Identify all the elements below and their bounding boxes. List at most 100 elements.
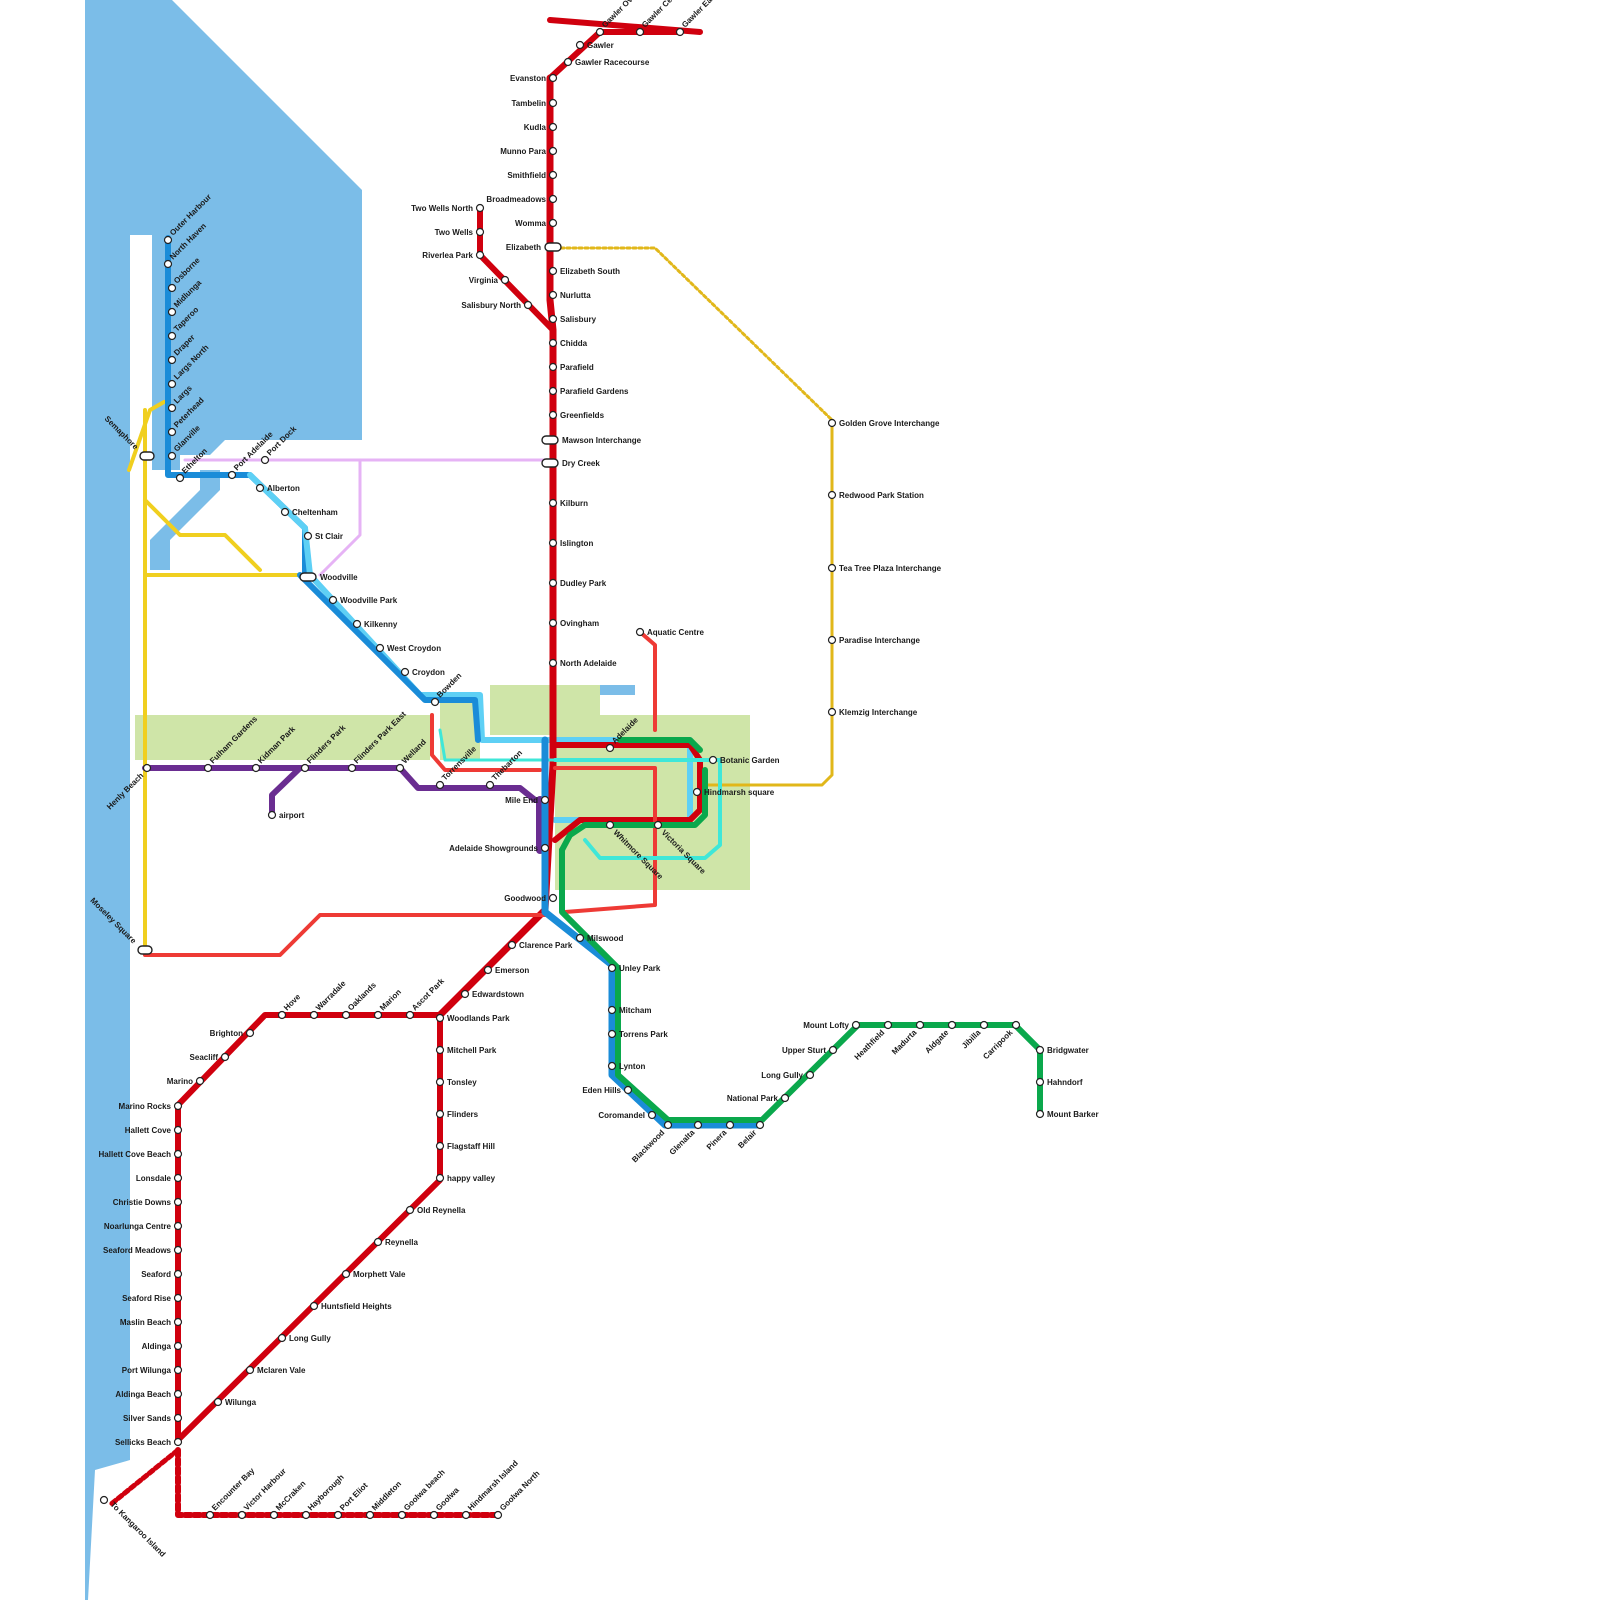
station-torrens-park[interactable]: Torrens Park — [607, 1029, 669, 1039]
station-emerson[interactable]: Emerson — [483, 965, 530, 975]
station-tambelin[interactable]: Tambelin — [511, 98, 558, 108]
station-old-reynella[interactable]: Old Reynella — [405, 1205, 467, 1215]
station-woodville[interactable]: Woodville — [299, 572, 358, 582]
station-tonsley[interactable]: Tonsley — [435, 1077, 478, 1087]
station-blackwood[interactable]: Blackwood — [630, 1120, 673, 1165]
station-broadmeadows[interactable]: Broadmeadows — [486, 194, 558, 204]
station-mitcham[interactable]: Mitcham — [607, 1005, 652, 1015]
station-mount-barker[interactable]: Mount Barker — [1035, 1109, 1099, 1119]
station-hindmarsh-island[interactable]: Hindmarsh Island — [461, 1459, 520, 1520]
station-brighton[interactable]: Brighton — [210, 1028, 255, 1038]
station-islington[interactable]: Islington — [548, 538, 594, 548]
station-nurlutta[interactable]: Nurlutta — [548, 290, 592, 300]
station-botanic-garden[interactable]: Botanic Garden — [708, 755, 780, 765]
station-adelaide-showgrounds[interactable]: Adelaide Showgrounds — [449, 843, 550, 853]
station-mile-end[interactable]: Mile End — [505, 795, 550, 805]
station-riverlea-park[interactable]: Riverlea Park — [422, 250, 485, 260]
station-golden-grove-interchange[interactable]: Golden Grove Interchange — [827, 418, 941, 428]
station-sellicks-beach[interactable]: Sellicks Beach — [115, 1437, 183, 1447]
station-long-gully[interactable]: Long Gully — [761, 1070, 815, 1080]
station-woodlands-park[interactable]: Woodlands Park — [435, 1013, 511, 1023]
station-wilunga[interactable]: Wilunga — [213, 1397, 257, 1407]
station-salisbury-north[interactable]: Salisbury North — [461, 300, 533, 310]
station-ovingham[interactable]: Ovingham — [548, 618, 600, 628]
station-salisbury[interactable]: Salisbury — [548, 314, 597, 324]
station-kilburn[interactable]: Kilburn — [548, 498, 589, 508]
station-lonsdale[interactable]: Lonsdale — [136, 1173, 183, 1183]
station-marino-rocks[interactable]: Marino Rocks — [119, 1101, 183, 1111]
station-north-adelaide[interactable]: North Adelaide — [548, 658, 618, 668]
station-klemzig-interchange[interactable]: Klemzig Interchange — [827, 707, 918, 717]
station-st-clair[interactable]: St Clair — [303, 531, 344, 541]
station-kudla[interactable]: Kudla — [524, 122, 558, 132]
station-morphett-vale[interactable]: Morphett Vale — [341, 1269, 407, 1279]
station-gawler[interactable]: Gawler — [575, 40, 614, 50]
station-silver-sands[interactable]: Silver Sands — [123, 1413, 183, 1423]
station-gawler-racecourse[interactable]: Gawler Racecourse — [563, 57, 650, 67]
station-dudley-park[interactable]: Dudley Park — [548, 578, 607, 588]
station-huntsfield-heights[interactable]: Huntsfield Heights — [309, 1301, 393, 1311]
station-two-wells-north[interactable]: Two Wells North — [411, 203, 485, 213]
station-croydon[interactable]: Croydon — [400, 667, 446, 677]
station-noarlunga-centre[interactable]: Noarlunga Centre — [104, 1221, 183, 1231]
station-hallett-cove-beach[interactable]: Hallett Cove Beach — [99, 1149, 183, 1159]
station-seaford[interactable]: Seaford — [141, 1269, 183, 1279]
station-unley-park[interactable]: Unley Park — [607, 963, 661, 973]
station-clarence-park[interactable]: Clarence Park — [507, 940, 573, 950]
station-womma[interactable]: Womma — [515, 218, 558, 228]
station-parafield-gardens[interactable]: Parafield Gardens — [548, 386, 630, 396]
station-redwood-park-station[interactable]: Redwood Park Station — [827, 490, 925, 500]
station-milswood[interactable]: Milswood — [575, 933, 624, 943]
station-marino[interactable]: Marino — [167, 1076, 205, 1086]
station-upper-sturt[interactable]: Upper Sturt — [782, 1045, 838, 1055]
station-hindmarsh-square[interactable]: Hindmarsh square — [692, 787, 775, 797]
station-parafield[interactable]: Parafield — [548, 362, 594, 372]
station-munno-para[interactable]: Munno Para — [500, 146, 558, 156]
station-kilkenny[interactable]: Kilkenny — [352, 619, 398, 629]
station-christie-downs[interactable]: Christie Downs — [113, 1197, 183, 1207]
station-two-wells[interactable]: Two Wells — [435, 227, 485, 237]
station-alberton[interactable]: Alberton — [255, 483, 301, 493]
station-flagstaff-hill[interactable]: Flagstaff Hill — [435, 1141, 496, 1151]
station-evanston[interactable]: Evanston — [510, 73, 558, 83]
station-west-croydon[interactable]: West Croydon — [375, 643, 442, 653]
station-aldinga[interactable]: Aldinga — [142, 1341, 183, 1351]
station-smithfield[interactable]: Smithfield — [507, 170, 558, 180]
station-maslin-beach[interactable]: Maslin Beach — [120, 1317, 183, 1327]
station-mawson-interchange[interactable]: Mawson Interchange — [541, 435, 642, 445]
station-seacliff[interactable]: Seacliff — [190, 1052, 230, 1062]
station-aldinga-beach[interactable]: Aldinga Beach — [115, 1389, 183, 1399]
station-reynella[interactable]: Reynella — [373, 1237, 419, 1247]
station-edwardstown[interactable]: Edwardstown — [460, 989, 525, 999]
station-virginia[interactable]: Virginia — [469, 275, 510, 285]
station-woodville-park[interactable]: Woodville Park — [328, 595, 398, 605]
station-mclaren-vale[interactable]: Mclaren Vale — [245, 1365, 307, 1375]
station-elizabeth-south[interactable]: Elizabeth South — [548, 266, 621, 276]
station-paradise-interchange[interactable]: Paradise Interchange — [827, 635, 921, 645]
station-cheltenham[interactable]: Cheltenham — [280, 507, 338, 517]
station-elizabeth[interactable]: Elizabeth — [506, 242, 562, 252]
station-seaford-rise[interactable]: Seaford Rise — [122, 1293, 183, 1303]
station-hallett-cove[interactable]: Hallett Cove — [125, 1125, 183, 1135]
station-bridgwater[interactable]: Bridgwater — [1035, 1045, 1089, 1055]
station-coromandel[interactable]: Coromandel — [598, 1110, 657, 1120]
station-goodwood[interactable]: Goodwood — [504, 893, 558, 903]
station-mitchell-park[interactable]: Mitchell Park — [435, 1045, 497, 1055]
station-port-wilunga[interactable]: Port Wilunga — [122, 1365, 183, 1375]
station-seaford-meadows[interactable]: Seaford Meadows — [103, 1245, 183, 1255]
station-dry-creek[interactable]: Dry Creek — [541, 458, 600, 468]
station-eden-hills[interactable]: Eden Hills — [582, 1085, 633, 1095]
station-happy-valley[interactable]: happy valley — [435, 1173, 496, 1183]
station-airport[interactable]: airport — [267, 810, 305, 820]
station-chidda[interactable]: Chidda — [548, 338, 588, 348]
station-flinders[interactable]: Flinders — [435, 1109, 479, 1119]
station-long-gully[interactable]: Long Gully — [277, 1333, 332, 1343]
station-mount-lofty[interactable]: Mount Lofty — [803, 1020, 861, 1030]
station-national-park[interactable]: National Park — [727, 1093, 790, 1103]
station-aquatic-centre[interactable]: Aquatic Centre — [635, 627, 705, 637]
station-lynton[interactable]: Lynton — [607, 1061, 646, 1071]
station-greenfields[interactable]: Greenfields — [548, 410, 605, 420]
station-to-kangaroo-island[interactable]: To Kangaroo Island — [99, 1495, 168, 1559]
station-hahndorf[interactable]: Hahndorf — [1035, 1077, 1083, 1087]
station-tea-tree-plaza-interchange[interactable]: Tea Tree Plaza Interchange — [827, 563, 942, 573]
